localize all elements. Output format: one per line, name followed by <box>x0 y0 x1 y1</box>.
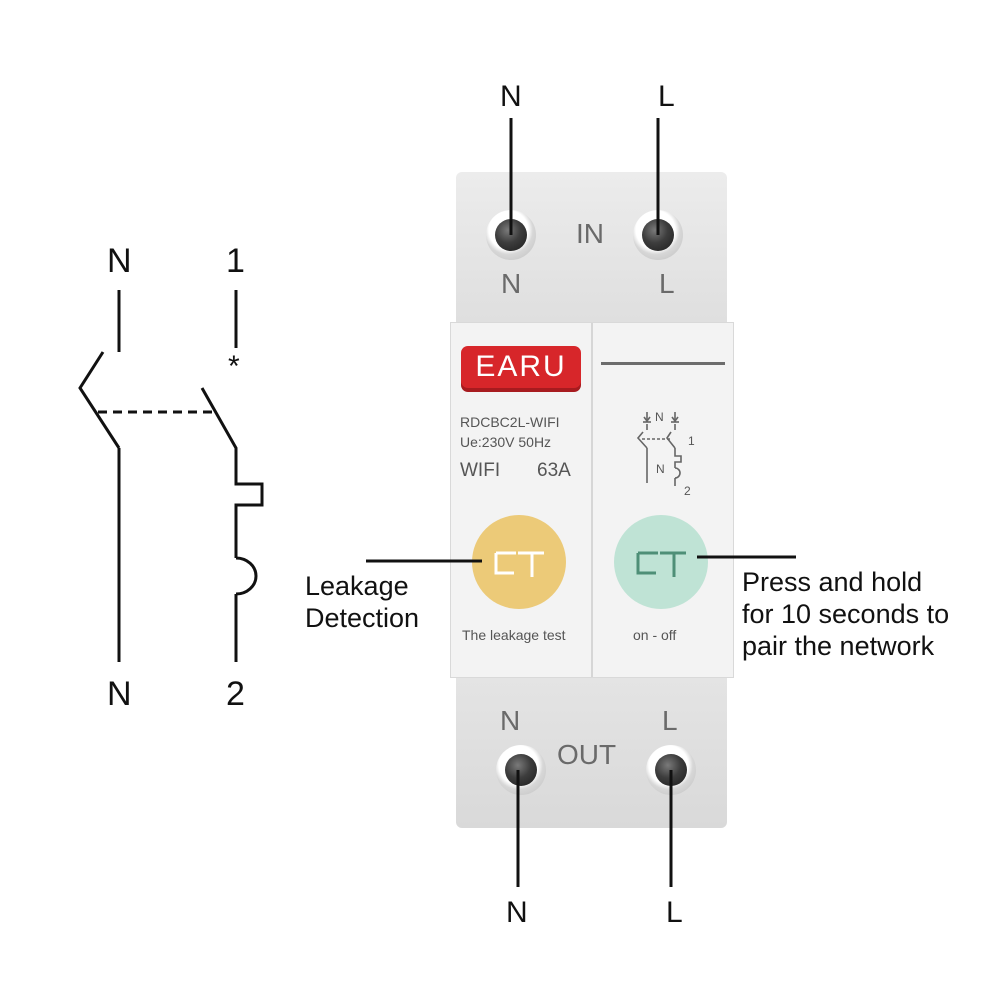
terminal-label-bottom-l: L <box>666 896 683 929</box>
pair-annotation: Press and hold for 10 seconds to pair th… <box>742 566 949 662</box>
leakage-annotation-line-1: Leakage <box>305 571 409 601</box>
test-symbol-icon <box>636 551 686 577</box>
terminal-label-top-n: N <box>500 80 522 113</box>
symbol-2: 2 <box>684 484 691 498</box>
in-n-label: N <box>501 268 522 299</box>
schematic-marker: * <box>228 350 240 383</box>
model-text: RDCBC2L-WIFI <box>460 414 560 430</box>
schematic-label-top-1: 1 <box>226 242 245 280</box>
leakage-test-button[interactable] <box>472 515 566 609</box>
terminal-label-bottom-n: N <box>506 896 528 929</box>
in-l-label: L <box>659 268 675 299</box>
pair-annotation-line-2: for 10 seconds to <box>742 599 950 629</box>
out-n-label: N <box>500 705 521 736</box>
wifi-text: WIFI <box>460 460 501 481</box>
schematic-label-bottom-n: N <box>107 675 132 713</box>
screw-out-n <box>496 745 546 795</box>
top-right-bar <box>601 362 725 365</box>
test-symbol-icon <box>494 551 544 577</box>
out-l-label: L <box>662 705 678 736</box>
switch-schematic <box>78 290 264 662</box>
out-label: OUT <box>557 739 617 770</box>
schematic-label-bottom-2: 2 <box>226 675 245 713</box>
schematic-label-top-n: N <box>107 242 132 280</box>
symbol-n-mid: N <box>656 462 665 476</box>
symbol-n-top: N <box>655 410 664 424</box>
in-label: IN <box>576 218 604 249</box>
leakage-annotation-line-2: Detection <box>305 603 420 633</box>
symbol-1: 1 <box>688 434 695 448</box>
leakage-annotation: Leakage Detection <box>305 570 419 634</box>
circuit-symbol <box>636 412 682 486</box>
onoff-button-caption: on - off <box>633 627 677 643</box>
brand-logo: EARU <box>461 346 581 388</box>
on-off-button[interactable] <box>614 515 708 609</box>
terminal-label-top-l: L <box>658 80 675 113</box>
screw-in-l <box>633 210 683 260</box>
current-text: 63A <box>537 460 571 481</box>
rating-text: Ue:230V 50Hz <box>460 434 552 450</box>
leakage-button-caption: The leakage test <box>462 627 566 643</box>
face-divider <box>591 323 593 677</box>
pair-annotation-line-1: Press and hold <box>742 567 923 597</box>
pair-annotation-line-3: pair the network <box>742 631 935 661</box>
schematic-wires <box>78 290 264 662</box>
